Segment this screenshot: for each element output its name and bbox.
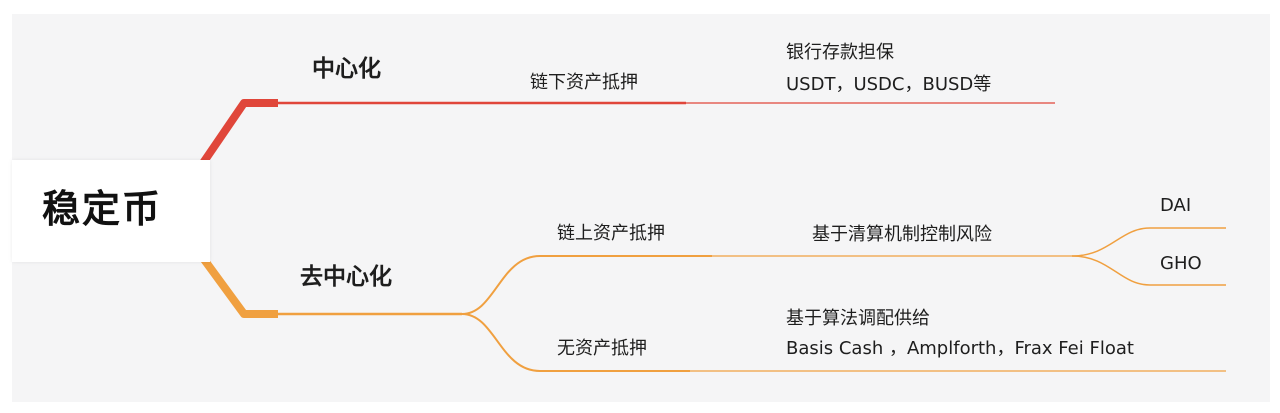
leaf-usdt-examples: USDT，USDC，BUSD等 bbox=[786, 74, 992, 95]
leaf-dai: DAI bbox=[1160, 195, 1192, 216]
leaf-bank-deposit: 银行存款担保 bbox=[786, 42, 894, 63]
node-onchain-collateral: 链上资产抵押 bbox=[557, 223, 665, 244]
leaf-gho: GHO bbox=[1160, 253, 1202, 274]
link-root-central bbox=[199, 99, 278, 166]
node-offchain-collateral: 链下资产抵押 bbox=[530, 72, 638, 93]
link-root-decentral bbox=[199, 255, 278, 318]
link-decentral-onchain bbox=[461, 255, 712, 315]
node-central: 中心化 bbox=[312, 56, 381, 82]
leaf-algorithmic-supply: 基于算法调配供给 bbox=[786, 308, 930, 329]
leaf-algo-examples: Basis Cash ，Amplforth，Frax Fei Float bbox=[786, 338, 1134, 359]
node-decentral: 去中心化 bbox=[300, 264, 392, 290]
link-decentral-nocollateral bbox=[461, 313, 690, 372]
root-node bbox=[12, 160, 210, 262]
node-no-collateral: 无资产抵押 bbox=[557, 338, 647, 359]
link-mechanism-dai bbox=[1071, 227, 1226, 257]
root-label: 稳定币 bbox=[42, 187, 163, 231]
mindmap-panel bbox=[12, 14, 1270, 402]
node-liquidation-mechanism: 基于清算机制控制风险 bbox=[812, 224, 992, 245]
link-mechanism-gho bbox=[1071, 255, 1226, 286]
